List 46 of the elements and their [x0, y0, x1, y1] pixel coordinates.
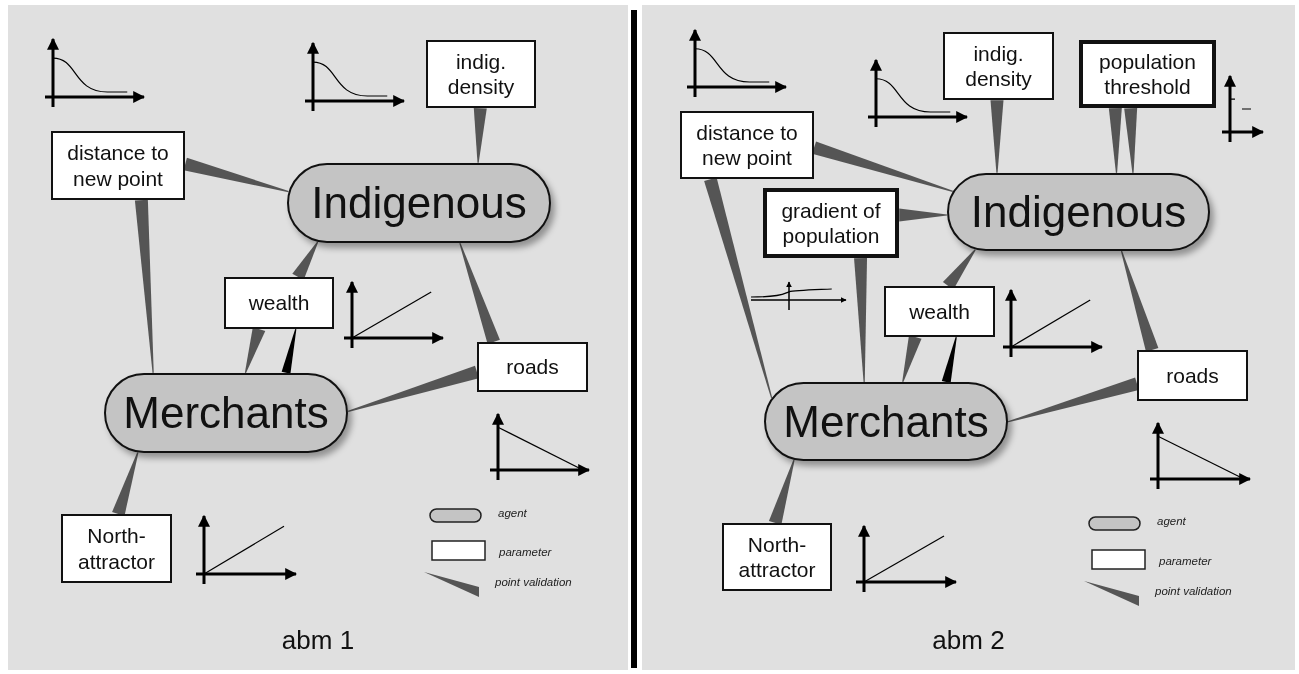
- parameter-box: wealth: [224, 277, 334, 329]
- validation-wedge: [854, 257, 868, 382]
- validation-wedge: [459, 242, 500, 344]
- legend-label: parameter: [1159, 555, 1212, 567]
- parameter-box: indig. density: [943, 32, 1054, 100]
- agent-pill: Indigenous: [287, 163, 551, 243]
- panel-caption: abm 1: [280, 625, 356, 656]
- validation-wedge: [768, 459, 795, 525]
- parameter-box: indig. density: [426, 40, 536, 108]
- legend-label: agent: [498, 507, 527, 519]
- validation-wedge: [1124, 107, 1138, 173]
- parameter-box: North-attractor: [61, 514, 172, 583]
- parameter-box: distance to new point: [680, 111, 814, 179]
- validation-wedge: [244, 327, 266, 374]
- agent-pill: Merchants: [764, 382, 1008, 461]
- panel-background: [8, 5, 628, 670]
- parameter-box: population threshold: [1079, 40, 1216, 108]
- parameter-box: North-attractor: [722, 523, 832, 591]
- legend-label: agent: [1157, 515, 1186, 527]
- validation-wedge: [812, 141, 953, 192]
- validation-wedge: [899, 208, 947, 222]
- parameter-box: roads: [477, 342, 588, 392]
- validation-wedge: [902, 335, 922, 383]
- validation-wedge: [1108, 108, 1122, 173]
- validation-wedge: [941, 336, 957, 383]
- panel-background: [642, 5, 1295, 670]
- validation-wedge: [112, 452, 139, 516]
- validation-wedge: [990, 100, 1004, 173]
- validation-wedge: [473, 107, 487, 163]
- validation-wedge: [281, 328, 297, 374]
- validation-wedge: [1120, 250, 1159, 352]
- agent-pill: Merchants: [104, 373, 348, 453]
- parameter-box: gradient of population: [763, 188, 899, 258]
- parameter-box: wealth: [884, 286, 995, 337]
- validation-wedge: [134, 199, 154, 373]
- validation-wedge: [183, 157, 289, 193]
- legend-label: point validation: [1155, 585, 1232, 597]
- legend-label: parameter: [499, 546, 552, 558]
- validation-wedge: [704, 177, 773, 399]
- agent-pill: Indigenous: [947, 173, 1210, 251]
- validation-wedge: [1007, 377, 1139, 423]
- legend-label: point validation: [495, 576, 572, 588]
- validation-wedge: [348, 365, 479, 412]
- panel-caption: abm 2: [931, 625, 1006, 656]
- parameter-box: roads: [1137, 350, 1248, 401]
- parameter-box: distance to new point: [51, 131, 185, 200]
